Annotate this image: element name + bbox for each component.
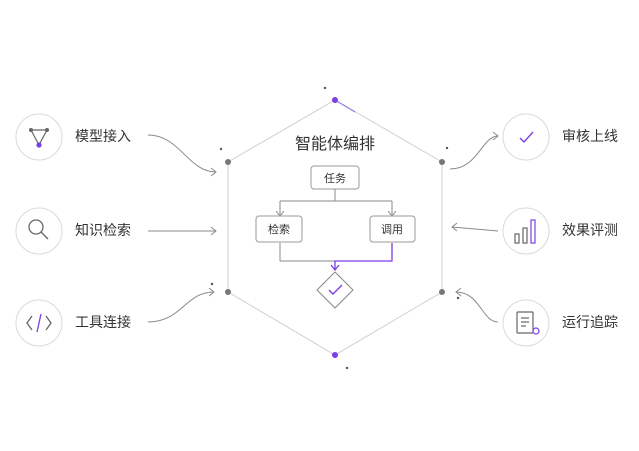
model-icon-circle	[15, 113, 63, 161]
deco-dot	[210, 282, 214, 286]
label-model-access: 模型接入	[75, 129, 131, 145]
flow-accent-path	[330, 243, 393, 272]
retrieve-box	[255, 215, 303, 243]
document-icon	[516, 311, 534, 334]
vertex-bottom-right	[439, 289, 445, 295]
vertex-bottom	[332, 352, 338, 358]
triangle-node	[45, 128, 49, 132]
vertex-bottom-left	[225, 289, 231, 295]
label-run-trace: 运行追踪	[562, 315, 618, 331]
vertex-top-right	[439, 159, 445, 165]
label-effect-eval: 效果评测	[562, 223, 618, 239]
diagram-title: 智能体编排	[295, 134, 375, 153]
vertex-top	[332, 97, 338, 103]
connector-trace-arrow	[455, 287, 462, 297]
connector-review-arrow	[492, 131, 499, 141]
retrieve-box-label: 检索	[268, 222, 290, 236]
deco-dot	[445, 146, 449, 150]
deco-dot	[219, 147, 223, 151]
invoke-box	[369, 215, 416, 243]
label-knowledge-retrieval: 知识检索	[75, 223, 131, 239]
connector-tools	[147, 291, 215, 323]
flow-connectors	[275, 189, 397, 262]
triangle-node	[29, 128, 33, 132]
eval-icon-circle	[502, 207, 550, 255]
invoke-box-label: 调用	[381, 223, 403, 236]
code-icon	[26, 313, 52, 333]
connector-trace	[455, 291, 499, 323]
connector-review	[449, 135, 499, 170]
trace-icon-circle	[502, 299, 550, 347]
connector-eval-arrow	[451, 222, 458, 232]
hexagon-accent-edge	[334, 99, 356, 113]
knowledge-icon-circle	[15, 207, 63, 255]
decision-diamond	[316, 271, 354, 309]
label-review-launch: 审核上线	[562, 129, 618, 145]
triangle-network-icon	[30, 129, 48, 147]
connector-model	[147, 134, 217, 173]
triangle-node-accent	[36, 142, 42, 148]
task-box	[310, 165, 360, 190]
check-icon	[519, 131, 534, 144]
task-box-label: 任务	[324, 172, 346, 185]
document-icon-badge	[532, 327, 540, 335]
connector-eval	[451, 226, 499, 232]
deco-dot	[345, 366, 349, 370]
connector-knowledge-arrow	[210, 226, 217, 236]
deco-dot	[456, 296, 460, 300]
label-tool-connection: 工具连接	[75, 315, 131, 331]
connector-model-arrow	[210, 167, 217, 177]
connector-tools-arrow	[208, 287, 215, 297]
check-icon	[328, 284, 343, 295]
review-icon-circle	[502, 113, 550, 161]
vertex-top-left	[225, 159, 231, 165]
search-icon	[28, 219, 49, 240]
deco-dot	[323, 86, 327, 90]
bar-chart-icon	[514, 219, 536, 244]
